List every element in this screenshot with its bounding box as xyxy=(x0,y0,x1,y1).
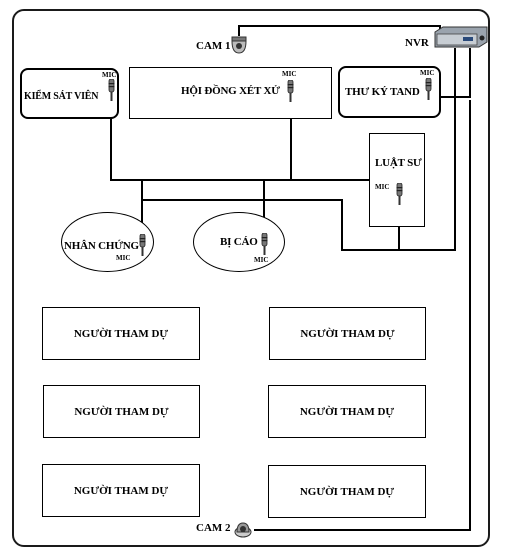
lawyer-mic-label: MIC xyxy=(375,183,390,191)
witness-ellipse xyxy=(61,212,154,272)
cam2-label: CAM 2 xyxy=(196,522,231,534)
participant-box: NGƯỜI THAM DỰ xyxy=(269,307,426,360)
microphone-icon xyxy=(261,233,268,255)
dome-camera-icon xyxy=(231,36,247,54)
defendant-label: BỊ CÁO xyxy=(220,236,258,248)
defendant-ellipse xyxy=(193,212,285,272)
judging-panel-label: HỘI ĐỒNG XÉT XỬ xyxy=(181,85,280,97)
microphone-icon xyxy=(396,183,403,205)
court-secretary-box xyxy=(338,66,441,118)
prosecutor-label: KIỂM SÁT VIÊN xyxy=(24,91,99,102)
participant-box: NGƯỜI THAM DỰ xyxy=(42,464,200,517)
defendant-mic-label: MIC xyxy=(254,256,269,264)
microphone-icon xyxy=(287,80,294,102)
witness-label: NHÂN CHỨNG xyxy=(64,240,139,252)
microphone-icon xyxy=(108,79,115,101)
participant-box: NGƯỜI THAM DỰ xyxy=(268,465,426,518)
participant-box: NGƯỜI THAM DỰ xyxy=(42,307,200,360)
judging-panel-box xyxy=(129,67,332,119)
prosecutor-mic-label: MIC xyxy=(102,71,117,79)
cam1-label: CAM 1 xyxy=(196,40,231,52)
nvr-label: NVR xyxy=(405,37,429,49)
witness-mic-label: MIC xyxy=(116,254,131,262)
court-secretary-label: THƯ KÝ TAND xyxy=(345,86,420,98)
prosecutor-box xyxy=(20,68,119,119)
nvr-recorder-icon xyxy=(434,26,488,48)
microphone-icon xyxy=(139,234,146,256)
courtroom-outline xyxy=(12,9,490,547)
dome-camera-icon xyxy=(234,522,252,538)
court-secretary-mic-label: MIC xyxy=(420,69,435,77)
microphone-icon xyxy=(425,78,432,100)
lawyer-box xyxy=(369,133,425,227)
lawyer-label: LUẬT SƯ xyxy=(375,157,422,169)
judging-panel-mic-label: MIC xyxy=(282,70,297,78)
participant-box: NGƯỜI THAM DỰ xyxy=(43,385,200,438)
participant-box: NGƯỜI THAM DỰ xyxy=(268,385,426,438)
